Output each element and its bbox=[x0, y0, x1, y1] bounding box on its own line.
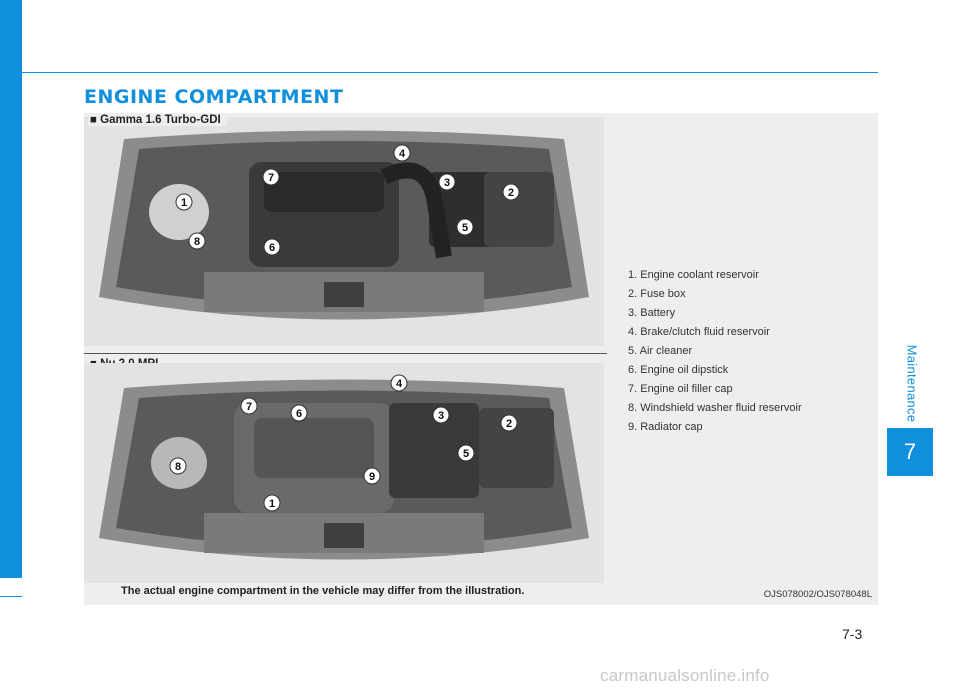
top-callout-number: 8 bbox=[194, 236, 200, 248]
bottom-callout-badge bbox=[363, 467, 381, 485]
top-callout-badge bbox=[263, 238, 281, 256]
top-callout-number: 2 bbox=[508, 187, 514, 199]
figure-code: OJS078002/OJS078048L bbox=[763, 589, 872, 600]
top-callout-number: 3 bbox=[444, 177, 450, 189]
top-callout-number: 6 bbox=[269, 242, 275, 254]
bottom-callout-badge bbox=[169, 457, 187, 475]
bottom-callout-badge bbox=[290, 404, 308, 422]
engine-photo-nu: 1 2 3 4 5 6 7 8 9 bbox=[84, 363, 604, 583]
legend-item: 6. Engine oil dipstick bbox=[628, 364, 729, 376]
top-callout-badge bbox=[502, 183, 520, 201]
watermark: carmanualsonline.info bbox=[600, 666, 770, 685]
bottom-callout-number: 6 bbox=[296, 408, 302, 420]
header-rule bbox=[22, 72, 878, 73]
bottom-callout-badge bbox=[500, 414, 518, 432]
top-callout-badge bbox=[438, 173, 456, 191]
legend-item: 5. Air cleaner bbox=[628, 345, 693, 357]
top-callout-number: 4 bbox=[399, 148, 406, 160]
bottom-callout-number: 2 bbox=[506, 418, 512, 430]
bottom-callout-badge bbox=[432, 406, 450, 424]
figure-divider bbox=[84, 353, 607, 354]
top-callout-badge bbox=[262, 168, 280, 186]
left-accent-tick bbox=[0, 596, 22, 597]
top-callout-number: 5 bbox=[462, 222, 468, 234]
legend-item: 9. Radiator cap bbox=[628, 421, 703, 433]
bottom-callout-number: 9 bbox=[369, 471, 375, 483]
chapter-tab[interactable]: 7 bbox=[887, 428, 933, 476]
left-accent-bar bbox=[0, 0, 22, 578]
legend-item: 4. Brake/clutch fluid reservoir bbox=[628, 326, 770, 338]
engine-photo-gamma: 1 2 3 4 5 6 7 8 bbox=[84, 117, 604, 346]
top-callout-number: 1 bbox=[181, 197, 187, 209]
bottom-callout-badge bbox=[263, 494, 281, 512]
bottom-callout-badge bbox=[390, 374, 408, 392]
legend-item: 7. Engine oil filler cap bbox=[628, 383, 733, 395]
section-label-text: Maintenance bbox=[904, 344, 920, 422]
top-callout-badge bbox=[393, 144, 411, 162]
bottom-callout-number: 4 bbox=[396, 378, 403, 390]
page-title: ENGINE COMPARTMENT bbox=[84, 86, 344, 108]
section-side-label: Maintenance bbox=[895, 344, 929, 422]
legend-item: 8. Windshield washer fluid reservoir bbox=[628, 402, 802, 414]
component-legend: 1. Engine coolant reservoir 2. Fuse box … bbox=[628, 266, 802, 437]
bottom-callout-number: 3 bbox=[438, 410, 444, 422]
variant-label-gamma: ■ Gamma 1.6 Turbo-GDI bbox=[88, 114, 227, 126]
bottom-callout-number: 8 bbox=[175, 461, 181, 473]
bottom-callout-badge bbox=[457, 444, 475, 462]
bottom-callout-number: 7 bbox=[246, 401, 252, 413]
bottom-callout-number: 5 bbox=[463, 448, 469, 460]
bottom-callout-number: 1 bbox=[269, 498, 275, 510]
chapter-number: 7 bbox=[903, 439, 917, 464]
legend-item: 1. Engine coolant reservoir bbox=[628, 269, 759, 281]
top-callout-badge bbox=[188, 232, 206, 250]
illustration-disclaimer: The actual engine compartment in the veh… bbox=[117, 585, 529, 597]
top-callout-badge bbox=[175, 193, 193, 211]
top-callout-number: 7 bbox=[268, 172, 274, 184]
legend-item: 3. Battery bbox=[628, 307, 676, 319]
page-number: 7-3 bbox=[842, 626, 863, 642]
bottom-callout-badge bbox=[240, 397, 258, 415]
top-callout-badge bbox=[456, 218, 474, 236]
legend-item: 2. Fuse box bbox=[628, 288, 686, 300]
